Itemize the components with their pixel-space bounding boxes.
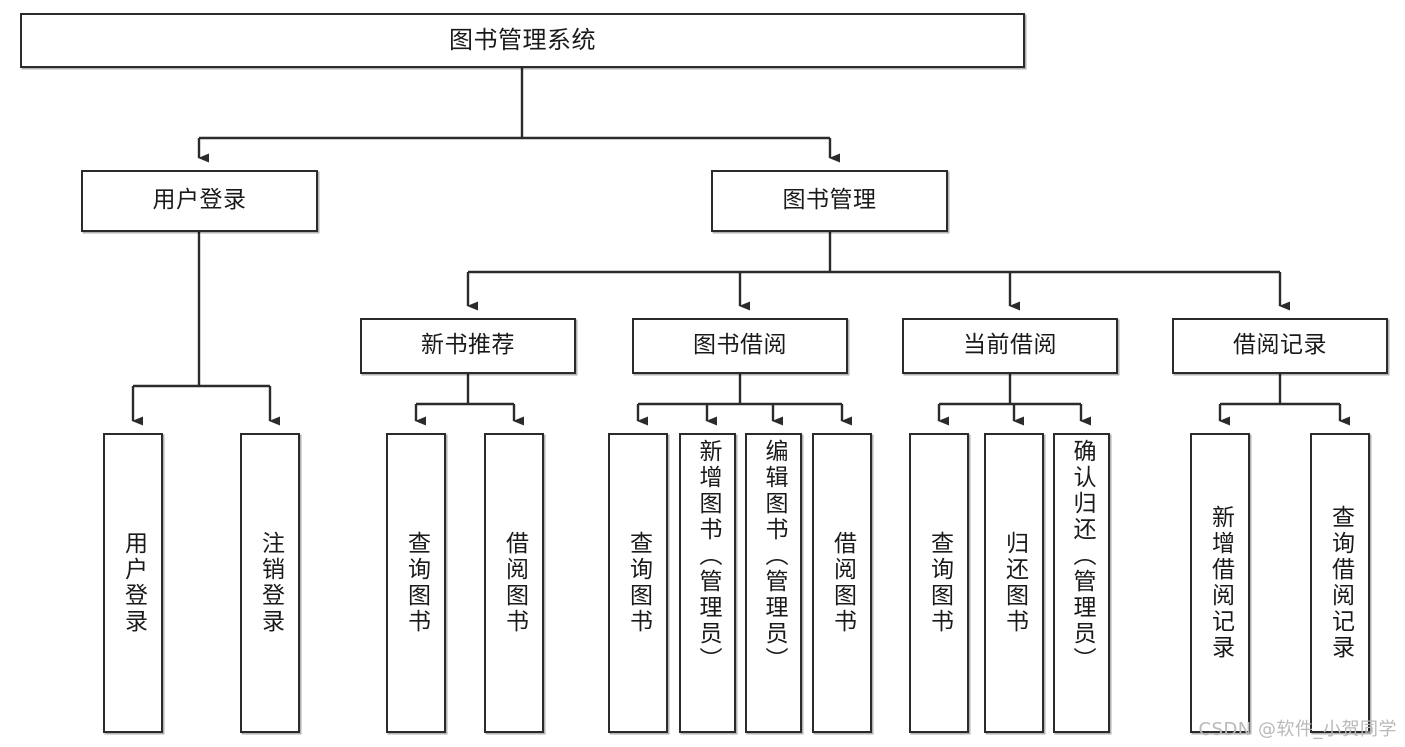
leaf-text-wrap: 用户登录 [105,435,161,731]
node-leaf-confirm-return-admin[interactable]: 确认归还（管理员） [1053,433,1110,733]
node-leaf-edit-book-admin[interactable]: 编辑图书（管理员） [745,433,802,733]
leaf-text-wrap: 新增借阅记录 [1192,435,1248,731]
csdn-watermark: CSDN @软件_小贺同学 [1198,719,1397,740]
leaf-text-wrap: 查询图书 [911,435,967,731]
connectors-newbook-to-leaves [414,374,524,426]
node-label: 用户登录 [152,187,247,214]
node-label: 编辑图书（管理员） [761,439,787,673]
leaf-text-wrap: 借阅图书 [486,435,542,731]
connectors-root-to-level2 [197,68,840,163]
connectors-userlogin-to-leaves [131,232,280,426]
node-label: 确认归还（管理员） [1069,439,1095,673]
connectors-borrowrecord-to-leaves [1218,374,1350,426]
node-leaf-borrow-book-rec[interactable]: 借阅图书 [484,433,544,733]
node-label: 新书推荐 [421,332,515,359]
leaf-text-wrap: 编辑图书（管理员） [747,435,800,735]
node-label: 新增借阅记录 [1207,505,1234,661]
leaf-text-wrap: 确认归还（管理员） [1055,435,1108,735]
connectors-bookmanage-to-level3 [466,232,1290,311]
node-leaf-borrow-book[interactable]: 借阅图书 [812,433,872,733]
node-leaf-return-book[interactable]: 归还图书 [984,433,1044,733]
node-book-borrow[interactable]: 图书借阅 [632,318,848,374]
node-leaf-add-book-admin[interactable]: 新增图书（管理员） [679,433,736,733]
node-label: 新增图书（管理员） [695,439,721,673]
node-label: 借阅记录 [1233,332,1327,359]
node-leaf-query-book-borrow[interactable]: 查询图书 [608,433,668,733]
node-leaf-logout[interactable]: 注销登录 [240,433,300,733]
node-borrow-record[interactable]: 借阅记录 [1172,318,1388,374]
connectors-currentborrow-to-leaves [937,374,1091,426]
leaf-text-wrap: 注销登录 [242,435,298,731]
leaf-text-wrap: 查询图书 [388,435,444,731]
node-label: 借阅图书 [501,531,528,635]
node-label: 注销登录 [257,531,284,635]
node-label: 查询图书 [403,531,430,635]
node-label: 图书管理系统 [449,26,596,55]
node-label: 用户登录 [120,531,147,635]
node-label: 图书管理 [782,187,877,214]
node-leaf-user-login[interactable]: 用户登录 [103,433,163,733]
node-new-book-recommend[interactable]: 新书推荐 [360,318,576,374]
connectors-bookborrow-to-leaves [636,374,852,426]
node-label: 当前借阅 [963,332,1057,359]
node-label: 查询借阅记录 [1327,505,1354,661]
leaf-text-wrap: 查询图书 [610,435,666,731]
node-label: 归还图书 [1001,531,1028,635]
leaf-text-wrap: 借阅图书 [814,435,870,731]
leaf-text-wrap: 查询借阅记录 [1312,435,1368,731]
leaf-text-wrap: 新增图书（管理员） [681,435,734,735]
node-root-system[interactable]: 图书管理系统 [20,13,1025,68]
node-leaf-query-book-rec[interactable]: 查询图书 [386,433,446,733]
node-label: 查询图书 [926,531,953,635]
node-user-login[interactable]: 用户登录 [81,170,318,232]
node-leaf-query-book-cur[interactable]: 查询图书 [909,433,969,733]
leaf-text-wrap: 归还图书 [986,435,1042,731]
node-label: 借阅图书 [829,531,856,635]
node-label: 查询图书 [625,531,652,635]
node-book-manage[interactable]: 图书管理 [711,170,948,232]
node-leaf-add-borrow-record[interactable]: 新增借阅记录 [1190,433,1250,733]
node-leaf-query-borrow-record[interactable]: 查询借阅记录 [1310,433,1370,733]
node-current-borrow[interactable]: 当前借阅 [902,318,1118,374]
node-label: 图书借阅 [693,332,787,359]
